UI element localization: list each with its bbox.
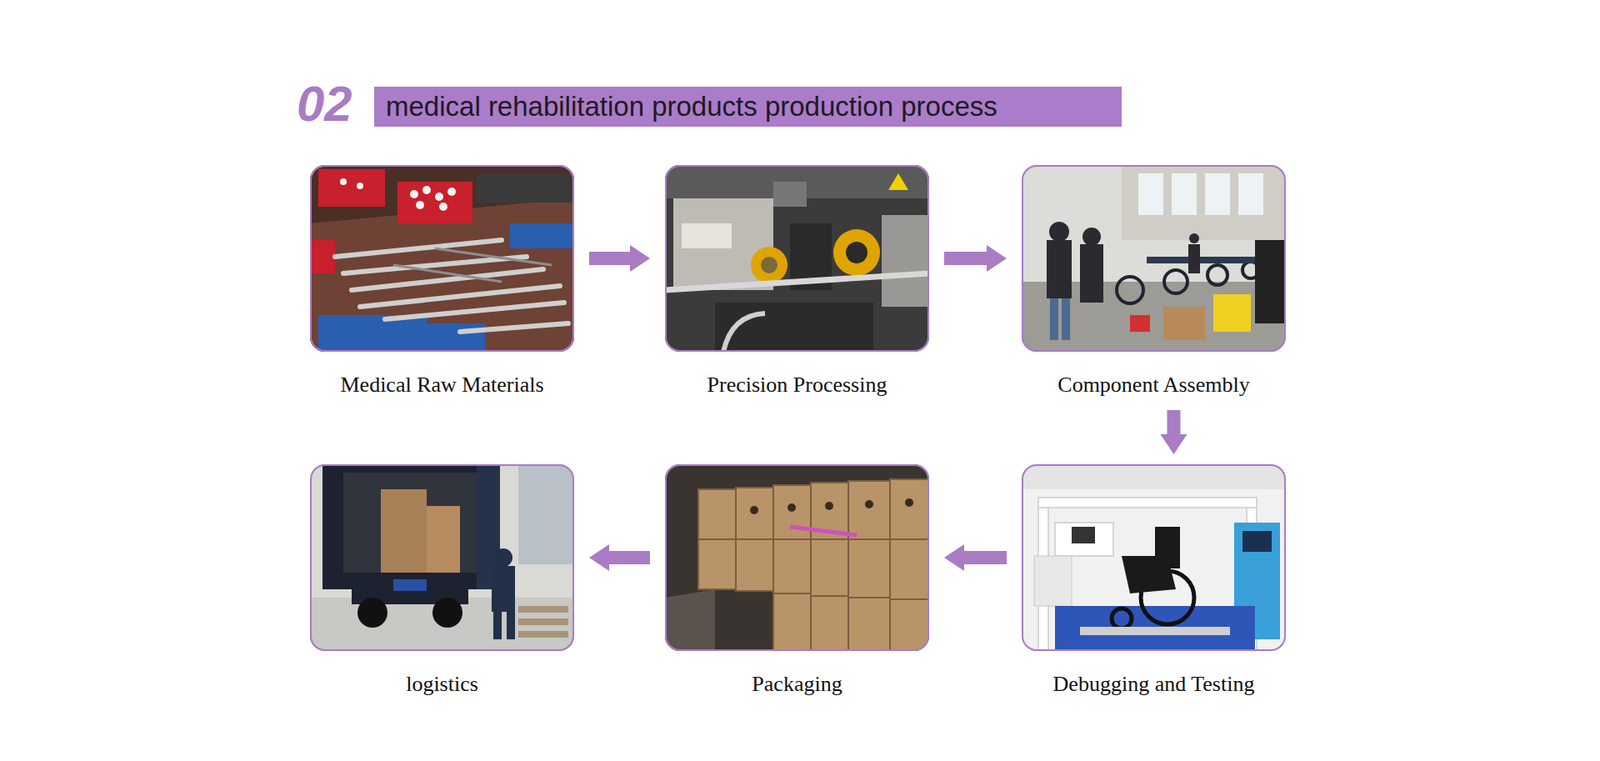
step-caption: Precision Processing	[704, 371, 891, 399]
photo-frame	[310, 165, 575, 352]
process-step: Packaging	[665, 464, 930, 698]
assembly-illustration	[1021, 165, 1286, 352]
step-caption: logistics	[402, 670, 482, 698]
section-number: 02	[296, 76, 353, 132]
step-caption: Debugging and Testing	[1050, 670, 1259, 698]
step-caption: Medical Raw Materials	[336, 371, 547, 399]
photo-packaging	[665, 464, 930, 651]
flow-arrow	[944, 544, 1007, 571]
flow-arrow	[589, 245, 650, 272]
photo-frame	[665, 165, 930, 352]
photo-raw-materials	[310, 165, 575, 352]
truck-illustration	[310, 464, 575, 651]
photo-frame	[310, 464, 575, 651]
photo-precision-processing	[665, 165, 930, 352]
photo-frame	[1021, 165, 1286, 352]
photo-frame	[665, 464, 930, 651]
photo-logistics	[310, 464, 575, 651]
photo-debugging-testing	[1021, 464, 1286, 651]
process-step: Component Assembly	[1021, 165, 1286, 399]
photo-component-assembly	[1021, 165, 1286, 352]
photo-frame	[1021, 464, 1286, 651]
machine-illustration	[665, 165, 930, 352]
raw-materials-illustration	[310, 165, 575, 352]
title-bar: medical rehabilitation products producti…	[374, 86, 1122, 127]
process-step: logistics	[310, 464, 575, 698]
boxes-illustration	[665, 464, 930, 651]
flow-arrow	[944, 245, 1007, 272]
process-step: Medical Raw Materials	[310, 165, 575, 399]
title-text: medical rehabilitation products producti…	[385, 90, 998, 122]
flow-arrow	[1160, 410, 1188, 455]
flow-arrow	[589, 544, 650, 571]
testing-illustration	[1021, 464, 1286, 651]
step-caption: Packaging	[748, 670, 845, 698]
process-step: Precision Processing	[665, 165, 930, 399]
step-caption: Component Assembly	[1054, 371, 1253, 399]
process-step: Debugging and Testing	[1021, 464, 1286, 698]
